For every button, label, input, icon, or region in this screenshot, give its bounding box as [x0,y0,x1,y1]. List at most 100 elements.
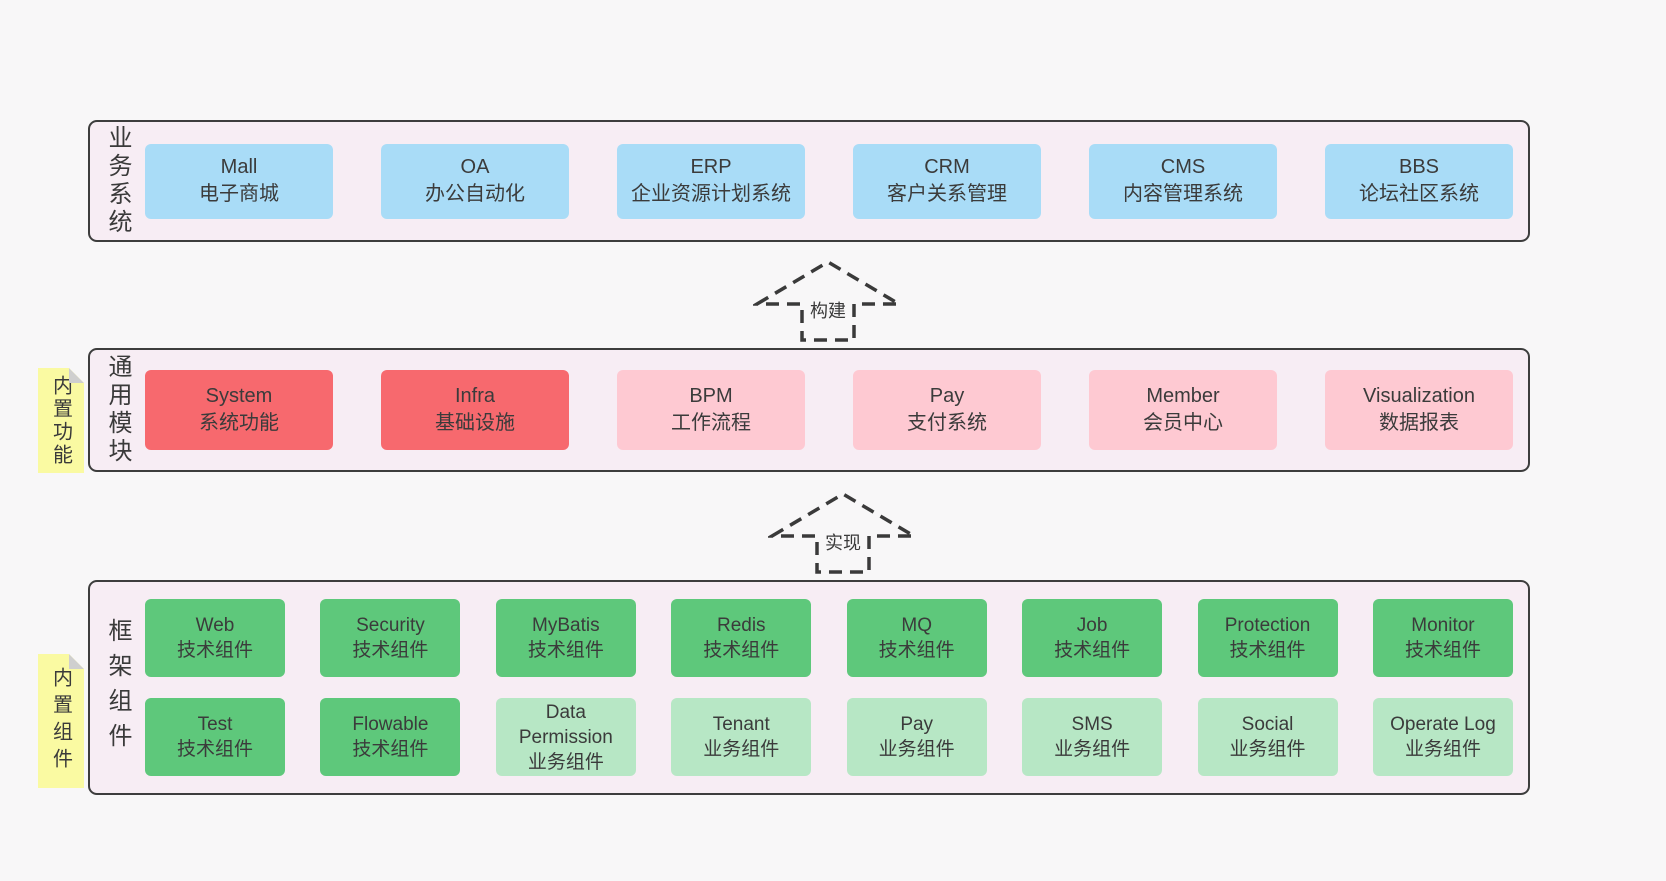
box-job: Job 技术组件 [1022,599,1163,677]
box-title: Infra [454,385,496,407]
box-bpm: BPM 工作流程 [617,370,805,450]
box-pay-component: Pay 业务组件 [846,698,987,776]
box-title: MyBatis [532,615,600,636]
box-title: Security [356,615,425,636]
box-subtitle: 技术组件 [176,739,253,760]
box-subtitle: 工作流程 [671,412,751,434]
box-redis: Redis 技术组件 [671,599,812,677]
box-protection: Protection 技术组件 [1197,599,1338,677]
box-row: Mall 电子商城 OA 办公自动化 ERP 企业资源计划系统 CRM 客户关系… [145,143,1513,219]
band-business-systems-boxes: Mall 电子商城 OA 办公自动化 ERP 企业资源计划系统 CRM 客户关系… [145,122,1513,240]
box-system: System 系统功能 [145,370,333,450]
box-monitor: Monitor 技术组件 [1372,599,1513,677]
box-data-permission: Data Permission 业务组件 [495,698,636,776]
box-crm: CRM 客户关系管理 [853,143,1041,219]
box-security: Security 技术组件 [320,599,461,677]
sticky-note-built-in-features: 内置功能 [38,368,84,473]
folded-corner-icon [69,654,84,669]
box-test: Test 技术组件 [145,698,285,776]
box-subtitle: 企业资源计划系统 [631,183,791,205]
box-visualization: Visualization 数据报表 [1325,370,1513,450]
box-subtitle: 技术组件 [176,640,253,661]
box-subtitle: 技术组件 [703,640,780,661]
box-title: Monitor [1411,615,1475,636]
box-subtitle: 业务组件 [1404,739,1481,760]
box-subtitle: 业务组件 [1054,739,1131,760]
dashed-up-arrow-icon [753,259,903,342]
box-row-technical: Web 技术组件 Security 技术组件 MyBatis 技术组件 Redi… [145,599,1513,677]
box-title: System [205,385,273,407]
box-title: Tenant [712,714,770,735]
box-title: BBS [1398,156,1440,178]
box-subtitle: 基础设施 [435,412,515,434]
box-title: SMS [1071,714,1113,735]
box-subtitle: 技术组件 [1404,640,1481,661]
box-mall: Mall 电子商城 [145,143,333,219]
box-subtitle: 技术组件 [878,640,955,661]
box-subtitle: 技术组件 [352,640,429,661]
box-title: Visualization [1363,385,1475,407]
box-title: Social [1241,714,1294,735]
box-title: MQ [901,615,932,636]
box-subtitle: 技术组件 [352,739,429,760]
band-framework-components-boxes: Web 技术组件 Security 技术组件 MyBatis 技术组件 Redi… [145,582,1513,793]
box-title: Pay [900,714,934,735]
box-title: Redis [716,615,766,636]
box-flowable: Flowable 技术组件 [320,698,461,776]
arrow-implement: 实现 [768,490,918,576]
box-pay-module: Pay 支付系统 [853,370,1041,450]
box-subtitle: 支付系统 [907,412,987,434]
band-common-modules-boxes: System 系统功能 Infra 基础设施 BPM 工作流程 Pay 支付系统… [145,350,1513,470]
box-infra: Infra 基础设施 [381,370,569,450]
band-framework-components-label: 框架组件 [104,617,131,758]
box-subtitle: 电子商城 [199,183,279,205]
box-cms: CMS 内容管理系统 [1089,143,1277,219]
box-operate-log: Operate Log 业务组件 [1372,698,1513,776]
box-subtitle: 办公自动化 [425,183,525,205]
box-title: Job [1076,615,1108,636]
box-subtitle: 技术组件 [1054,640,1131,661]
sticky-note-text: 内置功能 [49,374,72,467]
dashed-up-arrow-icon [768,491,918,574]
box-title: CRM [924,156,970,178]
box-subtitle: 技术组件 [527,640,604,661]
box-erp: ERP 企业资源计划系统 [617,143,805,219]
box-subtitle: 技术组件 [1229,640,1306,661]
band-common-modules-label: 通用模块 [104,354,131,466]
box-member: Member 会员中心 [1089,370,1277,450]
box-subtitle: 客户关系管理 [887,183,1007,205]
box-title: ERP [690,156,732,178]
band-business-systems-label: 业务系统 [104,125,131,237]
box-subtitle: 数据报表 [1379,412,1459,434]
box-title: Pay [929,385,965,407]
arrow-build-label: 构建 [806,296,850,324]
arrow-build: 构建 [753,258,903,344]
box-title: OA [460,156,490,178]
box-social: Social 业务组件 [1197,698,1338,776]
box-title: Data Permission [518,701,613,748]
box-title: BPM [689,385,733,407]
box-title: Flowable [352,714,429,735]
box-bbs: BBS 论坛社区系统 [1325,143,1513,219]
box-mybatis: MyBatis 技术组件 [495,599,636,677]
arrow-implement-label: 实现 [821,528,865,556]
box-title: Mall [220,156,258,178]
box-mq: MQ 技术组件 [846,599,987,677]
sticky-note-text: 内置组件 [49,667,72,775]
box-subtitle: 会员中心 [1143,412,1223,434]
box-title: Operate Log [1390,714,1496,735]
box-subtitle: 内容管理系统 [1123,183,1243,205]
folded-corner-icon [69,368,84,383]
band-business-systems: 业务系统 Mall 电子商城 OA 办公自动化 ERP 企业资源计划系统 CRM… [88,120,1530,242]
box-title: CMS [1160,156,1206,178]
box-subtitle: 论坛社区系统 [1359,183,1479,205]
box-title: Web [195,615,235,636]
box-sms: SMS 业务组件 [1022,698,1163,776]
box-title: Member [1146,385,1220,407]
box-subtitle: 业务组件 [527,751,604,773]
box-tenant: Tenant 业务组件 [671,698,812,776]
box-subtitle: 业务组件 [1229,739,1306,760]
band-framework-components: 框架组件 Web 技术组件 Security 技术组件 MyBatis 技术组件… [88,580,1530,795]
box-oa: OA 办公自动化 [381,143,569,219]
box-row: System 系统功能 Infra 基础设施 BPM 工作流程 Pay 支付系统… [145,370,1513,450]
